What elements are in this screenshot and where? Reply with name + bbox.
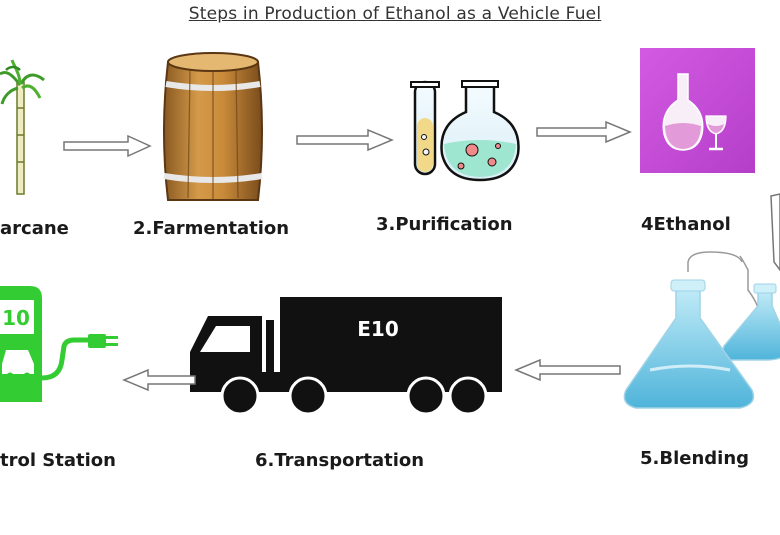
step-label-1: arcane xyxy=(0,218,69,239)
arrow-2-to-3 xyxy=(296,128,394,152)
arrow-3-to-4 xyxy=(536,120,632,144)
blending-flasks-icon xyxy=(623,251,780,409)
arrow-5-to-6 xyxy=(514,358,621,382)
truck-label: E10 xyxy=(357,317,399,341)
step-label-3: 3.Purification xyxy=(376,214,513,235)
step-label-2: 2.Farmentation xyxy=(133,218,290,239)
fuel-station-icon: 10 xyxy=(0,286,118,402)
step-label-4: 4Ethanol xyxy=(641,214,731,235)
step-label-6: 6.Transportation xyxy=(255,450,425,471)
sugarcane-icon xyxy=(0,59,45,195)
arrow-1-to-2 xyxy=(63,134,152,158)
step-label-7: trol Station xyxy=(0,450,116,471)
barrel-icon xyxy=(163,52,263,201)
step-label-5: 5.Blending xyxy=(640,448,750,469)
diagram-title: Steps in Production of Ethanol as a Vehi… xyxy=(188,4,602,24)
ethanol-tile-icon xyxy=(640,48,755,173)
pump-label: 10 xyxy=(2,306,30,330)
arrow-4-to-5 xyxy=(770,193,780,272)
truck-icon: E10 xyxy=(190,297,502,416)
arrow-6-to-7 xyxy=(122,368,196,392)
lab-glassware-icon xyxy=(410,80,520,182)
